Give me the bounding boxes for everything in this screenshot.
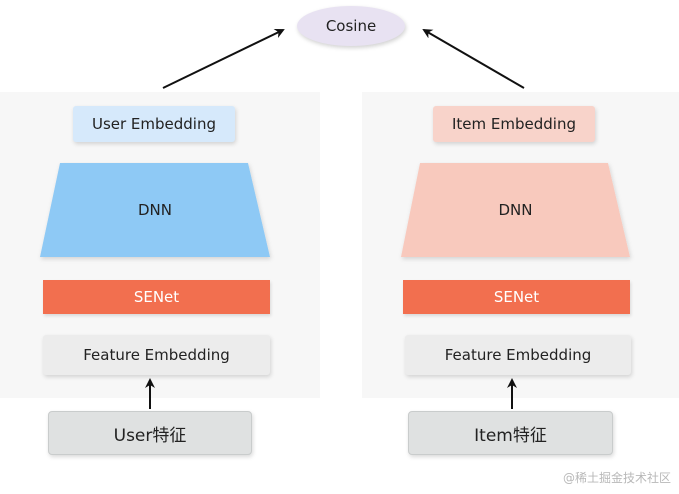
user-embedding-box: User Embedding [73,106,235,142]
watermark-text: @稀土掘金技术社区 [562,471,671,485]
item-features-input-box: Item特征 [408,411,613,455]
item-dnn-trapezoid [401,163,630,257]
user-dnn-label: DNN [138,201,172,219]
cosine-node: Cosine [297,6,405,46]
user-to-cosine-arrow [162,28,285,89]
user-feature-embedding-box: Feature Embedding [43,335,270,375]
item-embedding-box: Item Embedding [433,106,595,142]
user-features-input-box: User特征 [48,411,252,455]
user-senet-box: SENet [43,280,270,314]
user-dnn-trapezoid [40,163,270,257]
item-to-cosine-arrow [422,28,525,89]
item-feature-embedding-box: Feature Embedding [405,335,631,375]
item-senet-box: SENet [403,280,630,314]
item-dnn-label: DNN [498,201,533,219]
